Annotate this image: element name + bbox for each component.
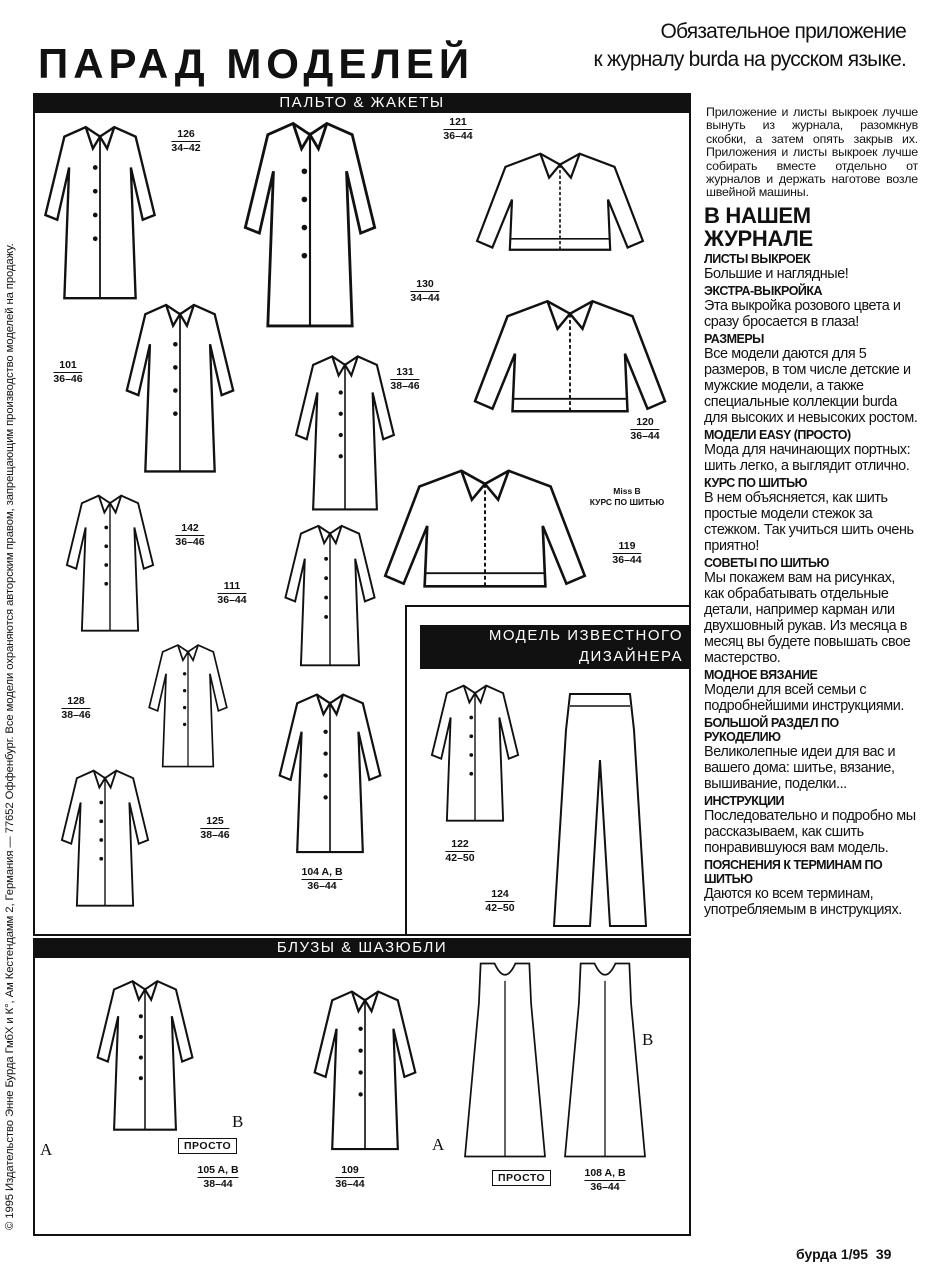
variant-b-label: B [642, 1030, 654, 1049]
sidebar-section-text: Мода для начинающих портных: шить легко,… [704, 441, 911, 474]
sidebar-section-title: МОДНОЕ ВЯЗАНИЕ [704, 667, 818, 682]
sidebar-section-text: Даются ко всем терминам, употребляемым в… [704, 885, 902, 918]
variant-b-label: B [232, 1112, 244, 1131]
sidebar-section: МОДЕЛИ EASY (ПРОСТО)Мода для начинающих … [704, 428, 918, 474]
sidebar-section-title: ЭКСТРА-ВЫКРОЙКА [704, 283, 823, 298]
sidebar-intro: Приложение и листы выкроек лучше вынуть … [706, 105, 918, 200]
jacket-121-drawing [475, 152, 645, 252]
easy-badge: ПРОСТО [178, 1138, 238, 1154]
sidebar-section-title: БОЛЬШОЙ РАЗДЕЛ ПО РУКОДЕЛИЮ [704, 715, 839, 744]
jacket-122-drawing [430, 684, 520, 822]
coat-101-drawing [125, 303, 235, 474]
jacket-142-drawing [65, 494, 155, 633]
easy-badge: ПРОСТО [492, 1170, 552, 1186]
blouses-section-header: БЛУЗЫ & ШАЗЮБЛИ [33, 938, 691, 958]
designer-section-header: МОДЕЛЬ ИЗВЕСТНОГО ДИЗАЙНЕРА [420, 625, 691, 669]
blouse-105-drawing [95, 979, 195, 1132]
sidebar-section-title: РАЗМЕРЫ [704, 331, 764, 346]
sidebar-section-title: КУРС ПО ШИТЬЮ [704, 475, 807, 490]
supplement-note: Обязательное приложение к журналу burda … [593, 18, 907, 74]
sidebar-section-text: Великолепные идеи для вас и вашего дома:… [704, 743, 896, 792]
variant-a-label: A [432, 1135, 445, 1154]
coats-section-header: ПАЛЬТО & ЖАКЕТЫ [33, 93, 691, 113]
supplement-line: к журналу burda на русском языке. [593, 48, 907, 71]
designer-header-line: ДИЗАЙНЕРА [578, 648, 683, 665]
dress-108b-drawing [564, 962, 646, 1158]
sidebar: Приложение и листы выкроек лучше вынуть … [704, 105, 918, 918]
copyright-notice: © 1995 Издательство Энне Бурда ГмбХ и К°… [4, 243, 16, 1230]
jacket-104-drawing [278, 693, 382, 854]
jacket-125-drawing [60, 769, 150, 907]
sidebar-section-title: МОДЕЛИ EASY (ПРОСТО) [704, 427, 851, 442]
sidebar-section-text: Мы покажем вам на рисунках, как обрабаты… [704, 569, 911, 666]
variant-a-label: A [40, 1140, 53, 1159]
supplement-line: Обязательное приложение [660, 20, 906, 43]
jacket-111-drawing [284, 524, 376, 667]
page-number: 39 [875, 1246, 892, 1262]
magazine-issue: бурда 1/95 [796, 1246, 869, 1262]
page-footer: бурда 1/95 39 [796, 1246, 891, 1262]
sidebar-section-text: Последовательно и подробно мы рассказыва… [704, 807, 916, 856]
blouse-109-drawing [313, 989, 417, 1151]
designer-header-line: МОДЕЛЬ ИЗВЕСТНОГО [488, 627, 683, 644]
sidebar-section-title: ПОЯСНЕНИЯ К ТЕРМИНАМ ПО ШИТЬЮ [704, 857, 883, 886]
sidebar-section-text: В нем объясняется, как шить простые моде… [704, 489, 914, 554]
sidebar-section-text: Большие и наглядные! [704, 265, 849, 282]
sidebar-section-title: СОВЕТЫ ПО ШИТЬЮ [704, 555, 829, 570]
sidebar-section-text: Эта выкройка розового цвета и сразу брос… [704, 297, 901, 330]
sidebar-section-title: ИНСТРУКЦИИ [704, 793, 785, 808]
jacket-128-drawing [147, 643, 229, 768]
designer-section [405, 605, 691, 936]
sidebar-section-text: Модели для всей семьи с подробнейшими ин… [704, 681, 904, 714]
sidebar-heading: В НАШЕМ ЖУРНАЛЕ [704, 202, 813, 251]
sidebar-section-text: Все модели даются для 5 размеров, в том … [704, 345, 918, 426]
trousers-124-drawing [552, 692, 648, 928]
coat-126-drawing [44, 125, 156, 300]
dress-108a-drawing [463, 962, 547, 1158]
sidebar-section-title: ЛИСТЫ ВЫКРОЕК [704, 251, 811, 266]
page-title: ПАРАД МОДЕЛЕЙ [38, 40, 475, 87]
jacket-119-drawing [383, 469, 587, 588]
